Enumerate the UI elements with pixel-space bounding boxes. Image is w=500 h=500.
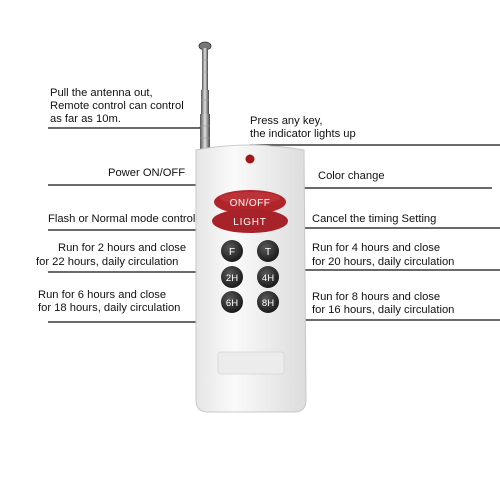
on-off-button[interactable]: ON/OFF: [214, 190, 286, 214]
light-button[interactable]: LIGHT: [212, 209, 288, 233]
run6-label-2: for 18 hours, daily circulation: [38, 302, 181, 314]
power-label: Power ON/OFF: [108, 167, 186, 179]
key-t[interactable]: T: [257, 240, 279, 262]
key-6h[interactable]: 6H: [221, 291, 243, 313]
svg-text:T: T: [265, 247, 271, 258]
antenna-label-3: as far as 10m.: [50, 113, 121, 125]
run2-label-1: Run for 2 hours and close: [58, 242, 187, 254]
svg-text:4H: 4H: [262, 273, 274, 284]
key-f[interactable]: F: [221, 240, 243, 262]
svg-text:8H: 8H: [262, 298, 274, 309]
svg-text:6H: 6H: [226, 298, 238, 309]
svg-text:2H: 2H: [226, 273, 238, 284]
svg-text:F: F: [229, 247, 235, 258]
run2-label-2: for 22 hours, daily circulation: [36, 256, 179, 268]
key-4h[interactable]: 4H: [257, 266, 279, 288]
run8-label-2: for 16 hours, daily circulation: [312, 304, 455, 316]
antenna[interactable]: [198, 41, 212, 150]
run4-label-1: Run for 4 hours and close: [312, 242, 441, 254]
key-8h[interactable]: 8H: [257, 291, 279, 313]
indicator-label-2: the indicator lights up: [250, 128, 356, 140]
indicator-label-1: Press any key,: [250, 115, 323, 127]
antenna-label-1: Pull the antenna out,: [50, 87, 153, 99]
run6-label-1: Run for 6 hours and close: [38, 289, 167, 301]
antenna-label-2: Remote control can control: [50, 100, 184, 112]
label-recess: [217, 351, 285, 375]
key-2h[interactable]: 2H: [221, 266, 243, 288]
flash-mode-label: Flash or Normal mode control: [48, 213, 196, 225]
run4-label-2: for 20 hours, daily circulation: [312, 256, 455, 268]
color-change-label: Color change: [318, 170, 385, 182]
light-button-label: LIGHT: [233, 217, 266, 228]
run8-label-1: Run for 8 hours and close: [312, 291, 441, 303]
cancel-timing-label: Cancel the timing Setting: [312, 213, 437, 225]
remote-body: [195, 144, 307, 413]
on-off-button-label: ON/OFF: [230, 198, 271, 209]
indicator-light: [245, 154, 255, 164]
